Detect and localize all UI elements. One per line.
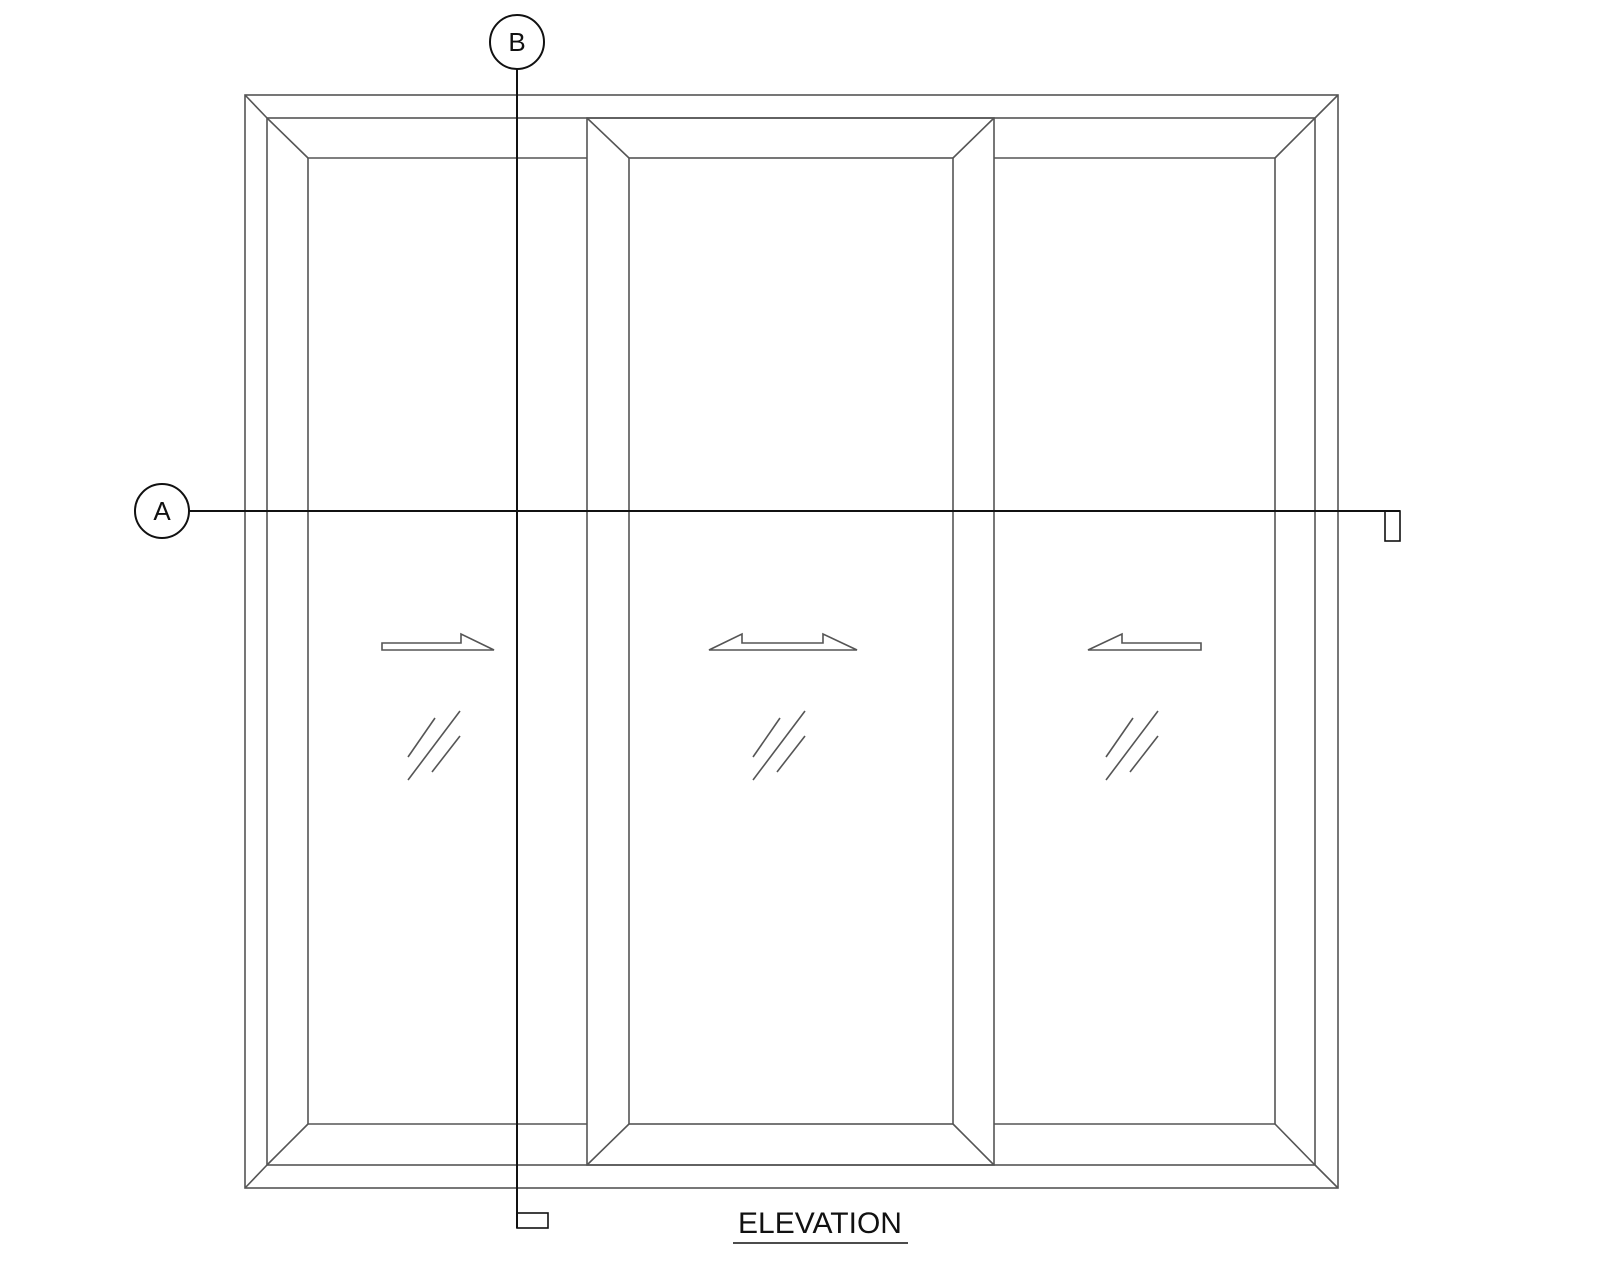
slide-right-arrow-icon	[381, 632, 495, 651]
section-marker-a: A	[134, 483, 1401, 542]
drawing-title: ELEVATION	[738, 1207, 902, 1240]
center-panel	[586, 117, 995, 1166]
left-panel	[266, 117, 587, 1166]
svg-text:B: B	[508, 27, 525, 57]
glass-hatch-icon	[407, 710, 461, 781]
glass-hatch-icon	[1105, 710, 1159, 781]
slide-both-arrow-icon	[708, 632, 858, 651]
outer-frame	[244, 94, 1339, 1189]
glass-hatch-icon	[752, 710, 806, 781]
right-panel	[994, 117, 1316, 1166]
svg-text:A: A	[153, 496, 171, 526]
slide-left-arrow-icon	[1087, 632, 1202, 651]
section-marker-b: B	[489, 14, 549, 1229]
